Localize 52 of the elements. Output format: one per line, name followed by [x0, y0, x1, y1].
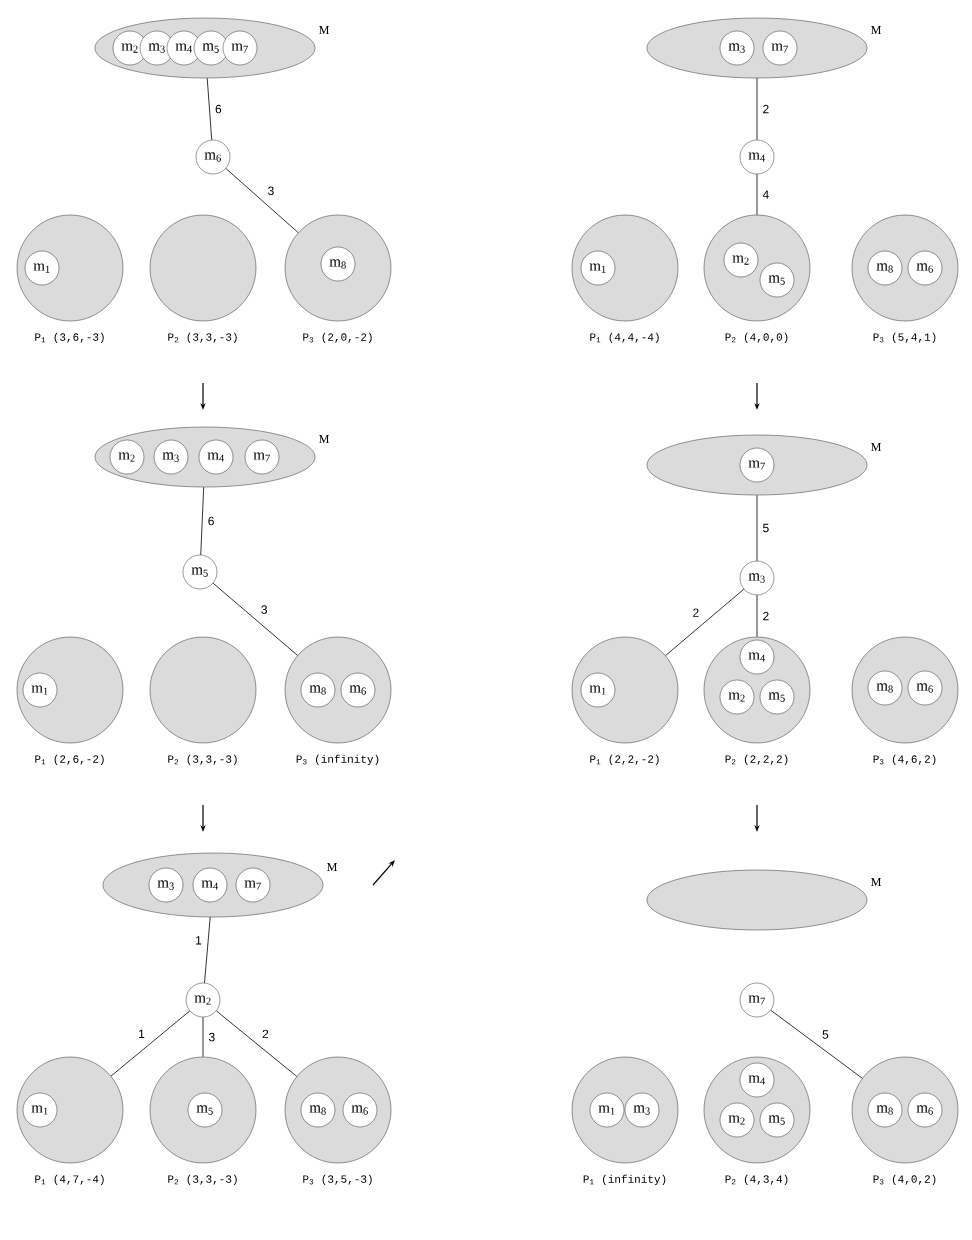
set-label: M — [327, 863, 338, 871]
set-label: M — [871, 878, 882, 886]
edge-label: 6 — [215, 104, 222, 114]
processor-label: P$_{1}$ (3,6,-3) — [35, 332, 104, 343]
edge-label: 3 — [209, 1032, 215, 1042]
edge-label: 5 — [763, 523, 769, 533]
edge-label: 2 — [693, 608, 699, 617]
processor-label: P$_{1}$ (2,2,-2) — [590, 754, 659, 765]
connector-line — [756, 494, 758, 562]
connector-line — [665, 588, 745, 656]
edge-label: 5 — [822, 1030, 829, 1039]
edge-label: 2 — [763, 104, 769, 114]
connector-line — [202, 1016, 204, 1058]
processor-label: P$_{2}$ (3,3,-3) — [168, 332, 237, 343]
edge-label: 1 — [196, 936, 202, 945]
connector-line — [110, 1010, 191, 1077]
connector-line — [215, 1010, 298, 1077]
processor-label: P$_{1}$ (4,4,-4) — [590, 332, 659, 343]
edge-label: 6 — [208, 516, 214, 526]
connector-line — [200, 486, 205, 556]
connector-line — [212, 582, 298, 656]
processor-label: P$_{1}$ (2,6,-2) — [35, 754, 104, 765]
edge-label: 1 — [139, 1029, 145, 1038]
connector-line — [756, 77, 758, 141]
processor-label: P$_{3}$ (infinity) — [296, 754, 379, 765]
processor-label: P$_{3}$ (5,4,1) — [873, 332, 936, 343]
connector-line — [206, 77, 213, 141]
set-label: M — [871, 443, 882, 451]
edge-label: 3 — [268, 186, 274, 195]
edge-label: 3 — [261, 605, 267, 614]
edge-label: 4 — [762, 190, 769, 199]
set-label: M — [319, 26, 330, 34]
processor-label: P$_{2}$ (2,2,2) — [725, 754, 788, 765]
processor-label: P$_{3}$ (2,0,-2) — [303, 332, 372, 343]
processor-label: P$_{2}$ (3,3,-3) — [168, 1174, 237, 1185]
connector-line — [756, 173, 758, 216]
processor-label: P$_{3}$ (4,0,2) — [873, 1174, 936, 1185]
set-label: M — [871, 26, 882, 34]
edge-label: 2 — [262, 1029, 269, 1039]
connector-line — [204, 916, 211, 984]
processor-label: P$_{1}$ (4,7,-4) — [35, 1174, 104, 1185]
edge-label: 2 — [763, 611, 769, 621]
processor-label: P$_{2}$ (4,3,4) — [725, 1174, 788, 1185]
set-label: M — [319, 435, 330, 443]
processor-label: P$_{3}$ (3,5,-3) — [303, 1174, 372, 1185]
processor-label: P$_{1}$ (infinity) — [583, 1174, 666, 1185]
connector-line — [770, 1009, 863, 1079]
processor-label: P$_{3}$ (4,6,2) — [873, 754, 936, 765]
processor-label: P$_{2}$ (3,3,-3) — [168, 754, 237, 765]
processor-label: P$_{2}$ (4,0,0) — [725, 332, 788, 343]
connector-line — [756, 594, 758, 638]
connector-line — [225, 168, 299, 234]
